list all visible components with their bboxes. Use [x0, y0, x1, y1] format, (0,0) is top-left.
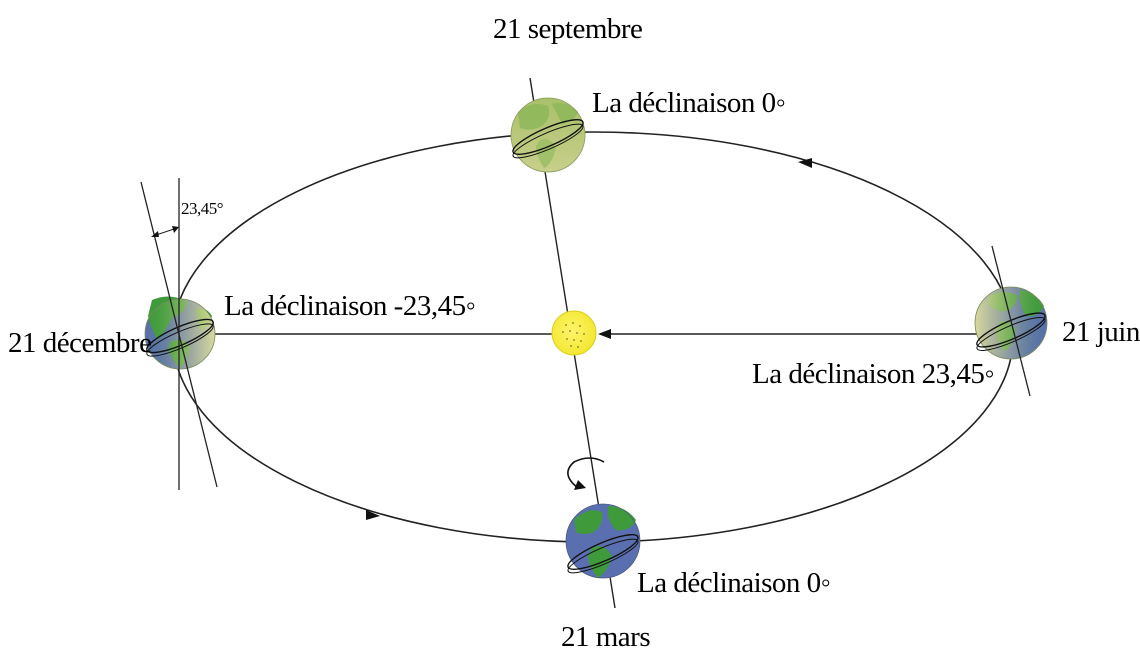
- june-axis-line: [991, 245, 1031, 397]
- date-label-june: 21 juin: [1062, 316, 1140, 348]
- earth-march-icon: [565, 503, 641, 579]
- date-label-december: 21 décembre: [8, 327, 152, 359]
- declination-label-march: La déclinaison 0◦: [637, 567, 831, 599]
- tilt-arrow-right-icon: [172, 226, 179, 233]
- sun-icon: [551, 310, 597, 356]
- tilt-arrow-left-icon: [151, 231, 159, 237]
- december-axis-line: [140, 181, 218, 488]
- earth-september-icon: [510, 97, 586, 173]
- orbit-arrow-bottom-icon: [366, 510, 380, 520]
- date-label-september: 21 septembre: [493, 13, 643, 45]
- sun-ray-arrow-icon: [598, 329, 611, 339]
- orbit-arrow-top-icon: [798, 158, 812, 168]
- earth-december-icon: [144, 296, 216, 370]
- date-label-march: 21 mars: [561, 621, 651, 653]
- rotation-arrow-icon: [567, 457, 605, 490]
- declination-label-june: La déclinaison 23,45◦: [752, 358, 995, 390]
- tilt-angle-label: 23,45°: [181, 199, 224, 218]
- declination-label-september: La déclinaison 0◦: [592, 87, 786, 119]
- declination-label-december: La déclinaison -23,45◦: [224, 290, 476, 322]
